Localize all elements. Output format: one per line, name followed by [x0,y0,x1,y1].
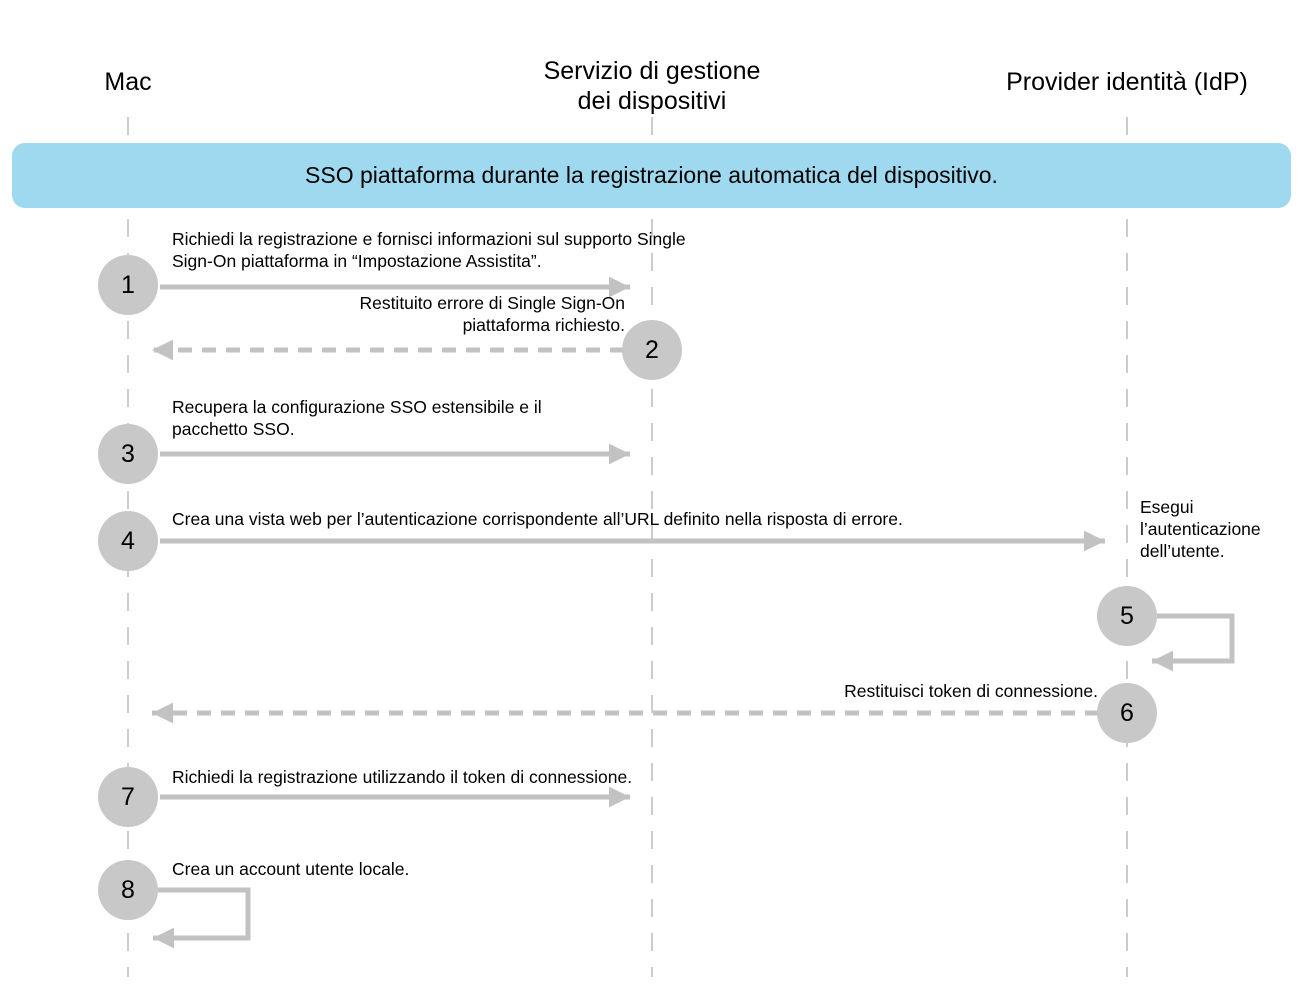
step-badge-label-7: 7 [121,782,135,811]
actor-header-mac: Mac [28,36,228,97]
step-message-3: Recupera la configurazione SSO estensibi… [172,397,542,440]
step-badge-label-5: 5 [1120,601,1134,630]
step-badge-7[interactable]: 7 [98,767,158,827]
step-message-8: Crea un account utente locale. [172,859,410,879]
step-badge-label-6: 6 [1120,698,1134,727]
step-badge-label-4: 4 [121,526,135,555]
step-badge-6[interactable]: 6 [1097,683,1157,743]
step-message-4: Crea una vista web per l’autenticazione … [172,509,903,529]
step-message-2: Restituito errore di Single Sign-On piat… [359,293,625,336]
step-badge-5[interactable]: 5 [1097,586,1157,646]
step-message-6: Restituisci token di connessione. [844,681,1098,701]
step-badge-label-8: 8 [121,875,135,904]
step-badge-label-3: 3 [121,439,135,468]
step-badge-8[interactable]: 8 [98,860,158,920]
phase-banner: SSO piattaforma durante la registrazione… [12,143,1291,208]
step-badge-label-2: 2 [645,335,659,364]
step-message-1: Richiedi la registrazione e fornisci inf… [172,229,686,272]
selfloop-step-5 [1152,613,1235,672]
step-badge-1[interactable]: 1 [98,255,158,315]
actor-label-idp: Provider identità (IdP) [1006,67,1248,96]
phase-banner-label: SSO piattaforma durante la registrazione… [305,162,998,188]
step-badge-3[interactable]: 3 [98,424,158,484]
actor-header-idp: Provider identità (IdP) [927,36,1303,97]
step-message-7: Richiedi la registrazione utilizzando il… [172,767,633,787]
actor-header-mdm: Servizio di gestione dei dispositivi [452,25,852,117]
step-note-4: Esegui l’autenticazione dell’utente. [1140,497,1261,562]
selfloop-step-8 [153,887,251,949]
actor-label-mdm: Servizio di gestione dei dispositivi [543,56,761,116]
step-badge-4[interactable]: 4 [98,511,158,571]
actor-label-mac: Mac [104,67,152,96]
step-badge-2[interactable]: 2 [622,320,682,380]
step-badge-label-1: 1 [121,270,135,299]
